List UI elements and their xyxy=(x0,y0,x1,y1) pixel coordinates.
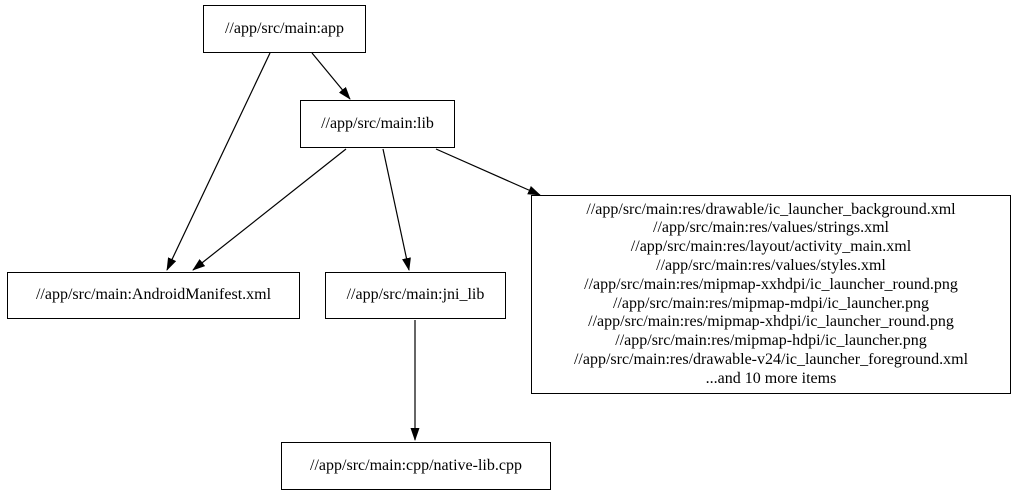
edge-lib-to-res-files xyxy=(435,148,541,196)
node-res-files: //app/src/main:res/drawable/ic_launcher_… xyxy=(531,195,1011,394)
edge-lib-to-jni-lib xyxy=(382,148,411,271)
node-jni-lib-label: //app/src/main:jni_lib xyxy=(346,286,485,304)
node-native-lib-cpp: //app/src/main:cpp/native-lib.cpp xyxy=(281,442,551,490)
node-app-label: //app/src/main:app xyxy=(224,19,345,37)
node-lib-label: //app/src/main:lib xyxy=(321,114,434,132)
node-android-manifest: //app/src/main:AndroidManifest.xml xyxy=(7,272,300,319)
node-app: //app/src/main:app xyxy=(203,5,366,53)
edge-app-to-lib xyxy=(311,52,351,100)
edge-app-to-android-manifest xyxy=(166,52,271,271)
node-lib: //app/src/main:lib xyxy=(300,100,455,148)
edge-lib-to-android-manifest xyxy=(192,148,347,271)
node-res-files-label: //app/src/main:res/drawable/ic_launcher_… xyxy=(573,200,969,387)
node-native-lib-cpp-label: //app/src/main:cpp/native-lib.cpp xyxy=(310,456,522,474)
node-android-manifest-label: //app/src/main:AndroidManifest.xml xyxy=(35,286,272,304)
node-jni-lib: //app/src/main:jni_lib xyxy=(325,272,506,319)
